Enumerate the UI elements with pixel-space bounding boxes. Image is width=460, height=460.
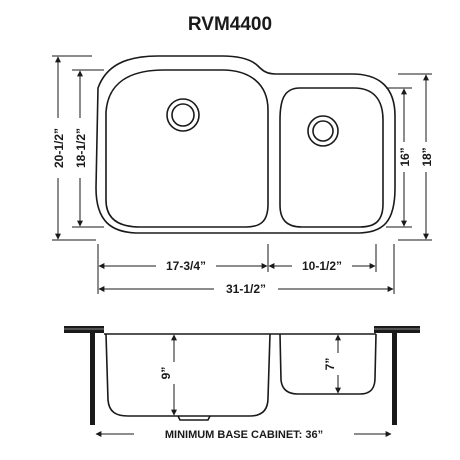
overall-height-inner-label: 18-1/2” [74,128,88,168]
small-bowl-height-inner-label: 16” [398,147,412,166]
dim-large-bowl-depth: 9” [159,334,178,416]
model-title: RVM4400 [188,14,272,35]
small-bowl-width-label: 10-1/2” [302,259,342,273]
dim-small-bowl-height-outer: 18” [398,73,434,241]
right-cabinet-wall [392,333,397,425]
large-bowl-outline [105,69,269,228]
large-drain-icon [166,98,200,132]
large-bowl-depth-label: 9” [159,367,173,380]
dim-overall-height-inner: 18-1/2” [72,69,104,228]
overall-width-label: 31-1/2” [226,282,266,296]
left-countertop [64,326,104,333]
right-countertop [374,326,420,333]
side-view: 9” 7” MINIMUM BASE CABINET: 36” [64,326,420,442]
left-cabinet-wall [90,333,95,425]
small-drain-icon [307,115,339,147]
sink-outer-rim [95,55,396,234]
dim-overall-width: 31-1/2” [98,281,394,297]
dim-small-bowl-height-inner: 16” [386,87,412,228]
small-bowl-depth-label: 7” [323,358,337,371]
overall-height-outer-label: 20-1/2” [52,128,66,168]
small-bowl-profile [279,333,377,395]
dim-overall-height-outer: 20-1/2” [50,55,96,241]
small-bowl-outline [279,87,384,228]
min-base-cabinet-label: MINIMUM BASE CABINET: 36” [165,429,323,441]
large-bowl-profile [105,333,271,417]
large-bowl-width-label: 17-3/4” [166,259,206,273]
top-view: 20-1/2” 18-1/2” 16” 18” [50,55,434,297]
dim-min-base-cabinet: MINIMUM BASE CABINET: 36” [95,426,392,442]
small-bowl-height-outer-label: 18” [420,147,434,166]
dim-bowl-widths: 17-3/4” 10-1/2” [97,244,395,294]
dim-small-bowl-depth: 7” [323,334,342,394]
